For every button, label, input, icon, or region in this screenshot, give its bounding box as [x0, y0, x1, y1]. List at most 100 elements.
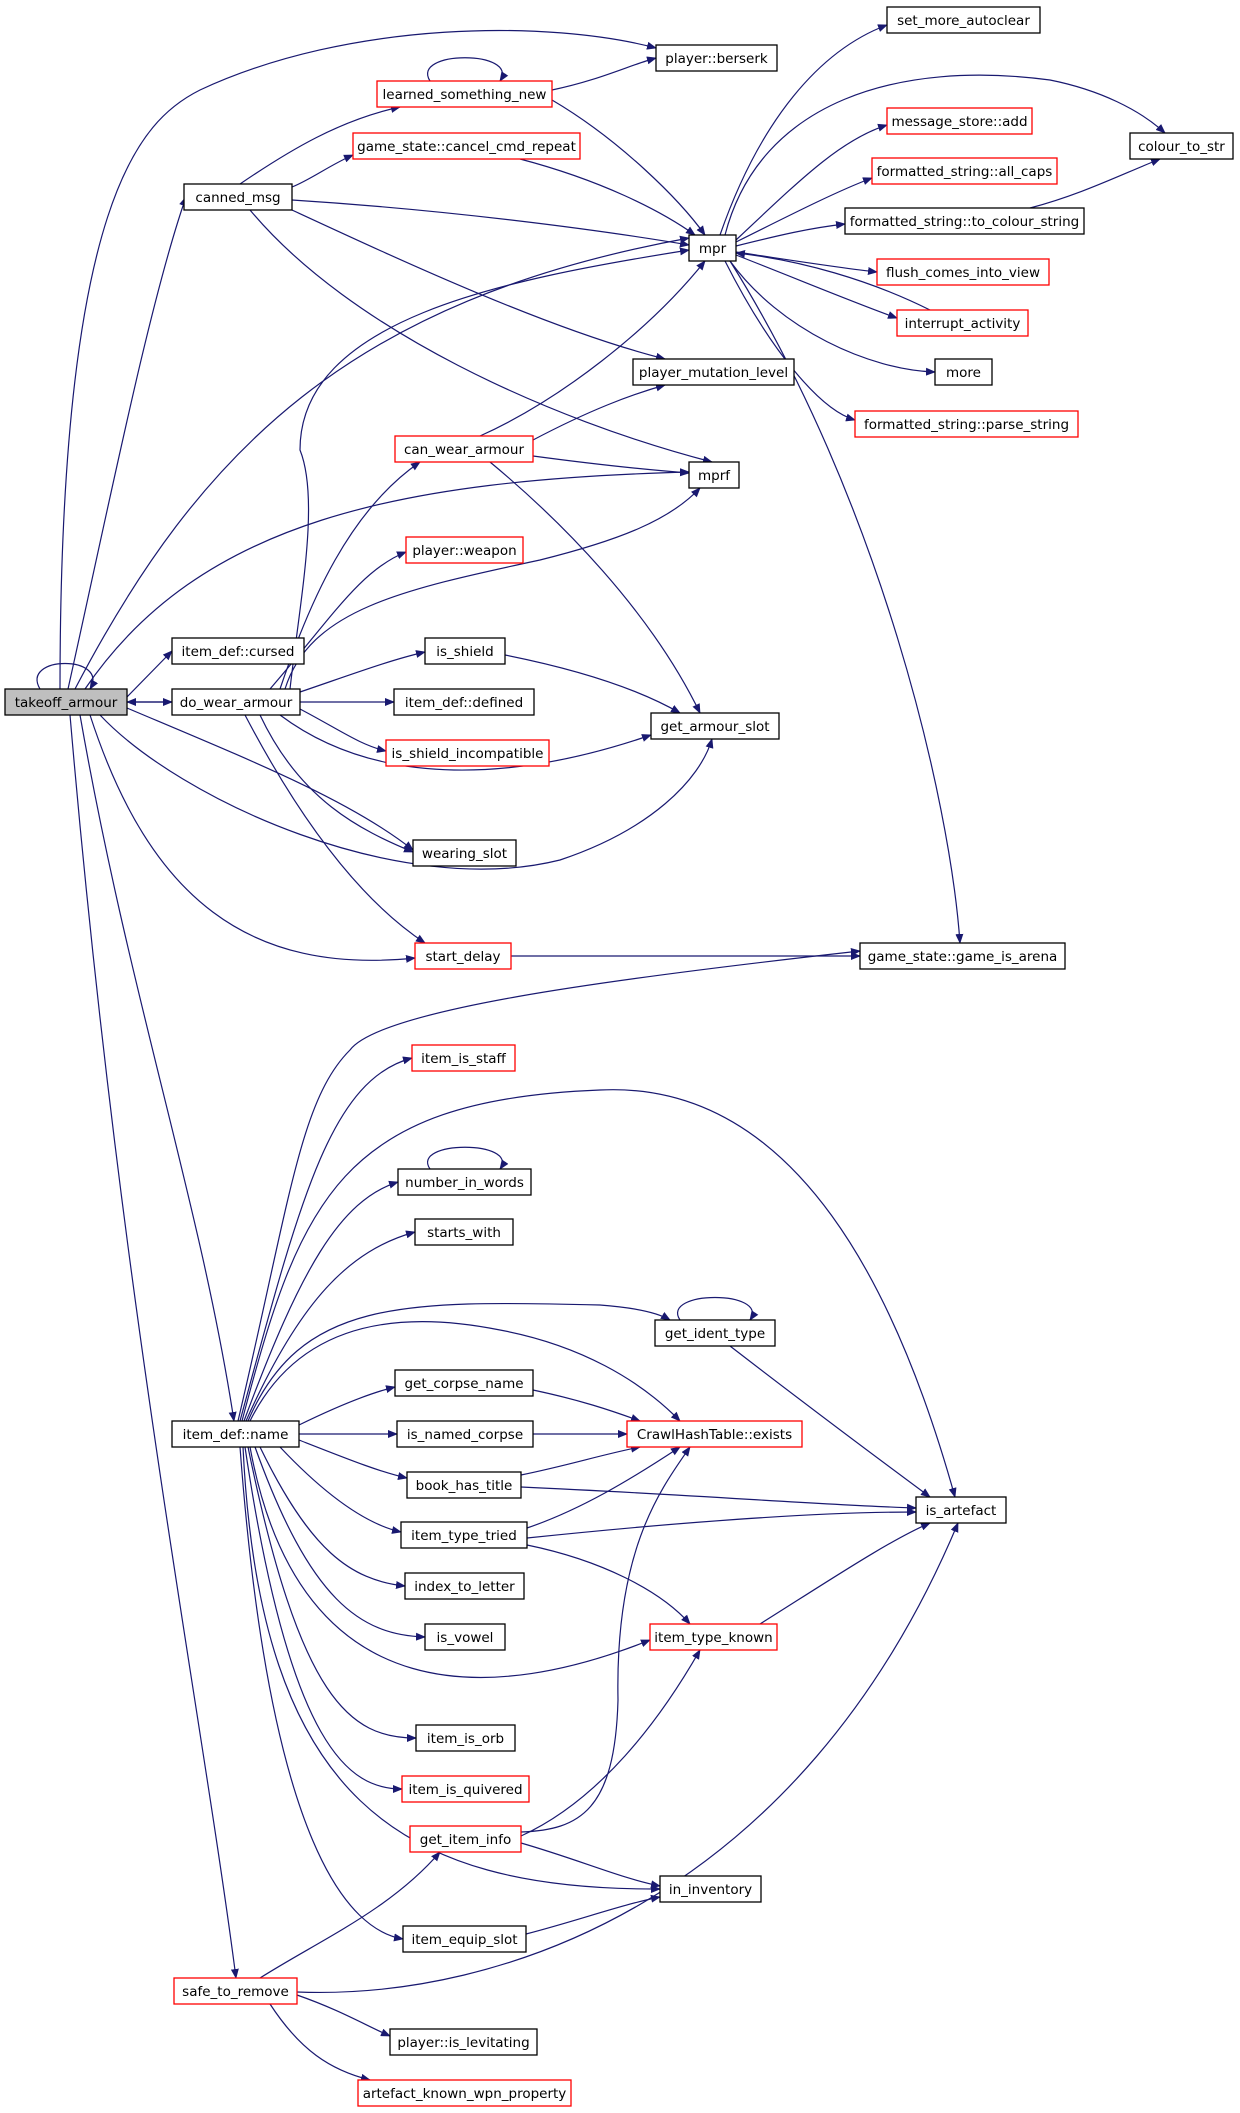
- edge-canned-msg-to-game-state-cancel-cmd-repeat: [291, 154, 354, 188]
- node-wearing-slot[interactable]: wearing_slot: [412, 839, 517, 867]
- node-item-type-known[interactable]: item_type_known: [649, 1623, 778, 1651]
- node-message-store-add[interactable]: message_store::add: [886, 107, 1033, 135]
- node-label: item_def::cursed: [182, 644, 295, 660]
- node-label: colour_to_str: [1138, 139, 1225, 155]
- node-get-armour-slot[interactable]: get_armour_slot: [650, 712, 780, 740]
- node-game-state-cancel-cmd-repeat[interactable]: game_state::cancel_cmd_repeat: [352, 132, 581, 160]
- node-index-to-letter[interactable]: index_to_letter: [404, 1572, 525, 1600]
- node-player-weapon[interactable]: player::weapon: [405, 536, 524, 564]
- node-box: [896, 309, 1029, 337]
- node-start-delay[interactable]: start_delay: [414, 942, 512, 970]
- node-item-type-tried[interactable]: item_type_tried: [400, 1521, 528, 1549]
- edge-do-wear-armour-to-is-shield: [299, 650, 426, 693]
- node-get-ident-type[interactable]: get_ident_type: [654, 1319, 776, 1347]
- node-item-equip-slot[interactable]: item_equip_slot: [402, 1925, 527, 1953]
- node-is-vowel[interactable]: is_vowel: [424, 1623, 506, 1651]
- node-label: is_artefact: [926, 1503, 997, 1519]
- node-box: [934, 358, 993, 386]
- node-label: item_def::defined: [405, 695, 523, 711]
- node-box: [854, 410, 1079, 438]
- edge-mpr-to-formatted-string-to-colour-string: [735, 221, 846, 247]
- node-interrupt-activity[interactable]: interrupt_activity: [896, 309, 1029, 337]
- edge-item-def-name-to-in-inventory: [242, 1446, 661, 1894]
- node-formatted-string-parse-string[interactable]: formatted_string::parse_string: [854, 410, 1079, 438]
- node-formatted-string-to-colour-string[interactable]: formatted_string::to_colour_string: [844, 207, 1085, 235]
- node-item-is-orb[interactable]: item_is_orb: [415, 1724, 516, 1752]
- node-box: [415, 1724, 516, 1752]
- node-item-is-staff[interactable]: item_is_staff: [411, 1044, 516, 1072]
- edge-safe-to-remove-to-player-is-levitating: [296, 1994, 391, 2037]
- edge-get-ident-type-to-get-ident-type: [677, 1296, 759, 1321]
- edge-learned-something-new-to-player-berserk: [551, 56, 657, 91]
- edge-mpr-to-formatted-string-all-caps: [735, 177, 873, 243]
- edge-mpr-to-colour-to-str: [724, 74, 1166, 236]
- node-set-more-autoclear[interactable]: set_more_autoclear: [886, 6, 1041, 34]
- node-label: game_state::game_is_arena: [868, 949, 1058, 965]
- node-label: player_mutation_level: [639, 365, 788, 381]
- node-is-shield[interactable]: is_shield: [424, 637, 506, 665]
- node-can-wear-armour[interactable]: can_wear_armour: [394, 435, 534, 463]
- node-item-is-quivered[interactable]: item_is_quivered: [401, 1775, 530, 1803]
- node-item-def-name[interactable]: item_def::name: [171, 1420, 300, 1448]
- edge-mpr-to-interrupt-activity: [735, 254, 898, 319]
- node-label: formatted_string::to_colour_string: [850, 214, 1079, 230]
- node-box: [876, 258, 1050, 286]
- node-flush-comes-into-view[interactable]: flush_comes_into_view: [876, 258, 1050, 286]
- edge-is-shield-to-get-armour-slot: [504, 654, 681, 714]
- edge-mpr-to-more: [729, 260, 936, 376]
- node-box: [376, 80, 553, 108]
- node-label: can_wear_armour: [404, 442, 524, 458]
- node-label: mpr: [699, 241, 727, 257]
- node-book-has-title[interactable]: book_has_title: [406, 1471, 522, 1499]
- node-label: CrawlHashTable::exists: [637, 1427, 792, 1443]
- node-box: [171, 1420, 300, 1448]
- node-mprf[interactable]: mprf: [688, 461, 740, 489]
- node-label: more: [946, 365, 981, 381]
- node-safe-to-remove[interactable]: safe_to_remove: [173, 1977, 298, 2005]
- node-box: [1129, 132, 1234, 160]
- node-label: is_shield_incompatible: [392, 746, 544, 762]
- node-mpr[interactable]: mpr: [688, 234, 737, 262]
- node-label: item_def::name: [183, 1427, 289, 1443]
- node-do-wear-armour[interactable]: do_wear_armour: [171, 688, 301, 716]
- node-item-def-defined[interactable]: item_def::defined: [393, 688, 535, 716]
- node-player-mutation-level[interactable]: player_mutation_level: [632, 358, 795, 386]
- node-item-def-cursed[interactable]: item_def::cursed: [171, 637, 305, 665]
- node-is-shield-incompatible[interactable]: is_shield_incompatible: [385, 739, 550, 767]
- node-artefact-known-wpn-property[interactable]: artefact_known_wpn_property: [357, 2079, 572, 2107]
- edge-book-has-title-to-crawl-hash-table-exists: [520, 1444, 641, 1476]
- node-formatted-string-all-caps[interactable]: formatted_string::all_caps: [871, 157, 1058, 185]
- node-box: [844, 207, 1085, 235]
- node-canned-msg[interactable]: canned_msg: [183, 183, 293, 211]
- edge-layer: [36, 24, 1166, 2082]
- node-more[interactable]: more: [934, 358, 993, 386]
- node-get-item-info[interactable]: get_item_info: [409, 1825, 522, 1853]
- edge-learned-something-new-to-learned-something-new: [427, 57, 509, 82]
- node-label: get_item_info: [420, 1832, 512, 1848]
- node-player-berserk[interactable]: player::berserk: [655, 44, 778, 72]
- node-is-artefact[interactable]: is_artefact: [915, 1496, 1007, 1524]
- node-number-in-words[interactable]: number_in_words: [397, 1168, 532, 1196]
- node-is-named-corpse[interactable]: is_named_corpse: [396, 1420, 534, 1448]
- edge-get-ident-type-to-is-artefact: [729, 1345, 931, 1498]
- edge-can-wear-armour-to-player-mutation-level: [532, 383, 666, 441]
- node-crawl-hash-table-exists[interactable]: CrawlHashTable::exists: [626, 1420, 803, 1448]
- node-game-state-game-is-arena[interactable]: game_state::game_is_arena: [859, 942, 1066, 970]
- node-get-corpse-name[interactable]: get_corpse_name: [394, 1369, 534, 1397]
- node-in-inventory[interactable]: in_inventory: [659, 1875, 762, 1903]
- node-learned-something-new[interactable]: learned_something_new: [376, 80, 553, 108]
- node-starts-with[interactable]: starts_with: [414, 1218, 514, 1246]
- node-box: [183, 183, 293, 211]
- edge-do-wear-armour-to-is-shield-incompatible: [299, 708, 387, 753]
- node-player-is-levitating[interactable]: player::is_levitating: [389, 2028, 538, 2056]
- edge-canned-msg-to-mpr: [291, 199, 690, 248]
- edge-game-state-cancel-cmd-repeat-to-mpr: [519, 158, 696, 236]
- node-takeoff-armour[interactable]: takeoff_armour: [4, 688, 128, 716]
- node-label: takeoff_armour: [15, 695, 118, 711]
- edge-item-def-name-to-get-ident-type: [247, 1302, 671, 1422]
- edge-item-type-tried-to-item-type-known: [526, 1544, 691, 1625]
- node-colour-to-str[interactable]: colour_to_str: [1129, 132, 1234, 160]
- node-label: in_inventory: [669, 1882, 752, 1898]
- edge-item-type-known-to-is-artefact: [759, 1522, 931, 1625]
- edge-formatted-string-to-colour-string-to-colour-to-str: [1029, 158, 1161, 209]
